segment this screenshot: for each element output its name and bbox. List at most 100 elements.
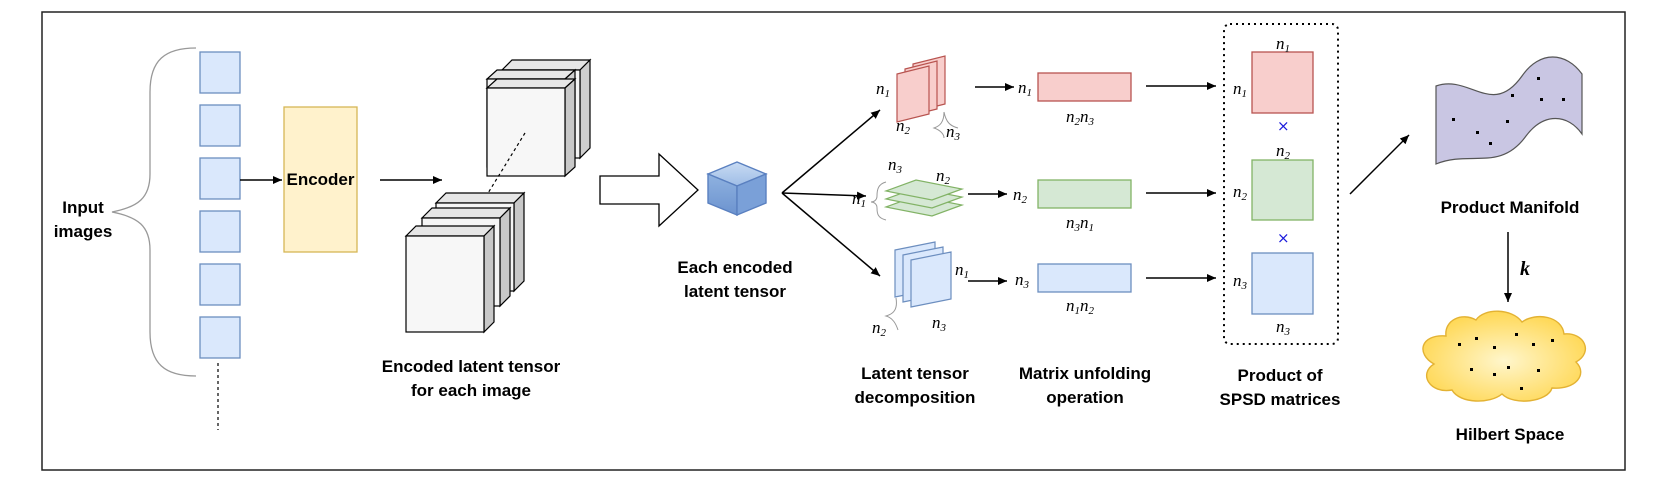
var-n: n	[1080, 107, 1089, 126]
input-image	[199, 157, 241, 200]
var-unfold-green-col: n3n1	[1066, 214, 1094, 237]
latent-tensor-back-front	[485, 77, 577, 178]
var-spsd-blue-bottom: n3	[1276, 318, 1290, 341]
var-sub: 1	[860, 198, 867, 210]
green-slices	[883, 179, 965, 217]
label-input-images: Input images	[48, 196, 118, 244]
var-red-n3: n3	[946, 123, 960, 146]
label-each-encoded-line2: latent tensor	[683, 282, 787, 301]
label-decomposition-line2: decomposition	[854, 388, 976, 407]
latent-cube-icon	[706, 161, 768, 217]
input-image	[199, 104, 241, 147]
label-each-encoded-line1: Each encoded	[677, 258, 793, 277]
var-n: n	[1018, 78, 1027, 97]
big-hollow-arrow	[599, 152, 699, 228]
spsd-matrix-blue	[1251, 252, 1314, 315]
var-n: n	[1233, 79, 1242, 98]
product-cross-2: ×	[1277, 229, 1290, 247]
label-each-encoded: Each encoded latent tensor	[655, 256, 815, 304]
input-image	[199, 210, 241, 253]
input-brace	[111, 47, 197, 377]
var-red-n1: n1	[876, 80, 890, 103]
var-sub: 3	[896, 164, 903, 176]
var-sub: 2	[1021, 194, 1028, 206]
red-slices	[896, 55, 946, 123]
var-green-n1: n1	[852, 190, 866, 213]
var-spsd-green-left: n2	[1233, 183, 1247, 206]
input-image	[199, 263, 241, 306]
var-spsd-red-top: n1	[1276, 35, 1290, 58]
var-sub: 3	[1088, 116, 1095, 128]
var-sub: 2	[904, 125, 911, 137]
var-sub: 3	[954, 131, 961, 143]
label-spsd-line1: Product of	[1237, 366, 1323, 385]
var-sub: 2	[1284, 150, 1291, 162]
spsd-group-box	[1223, 23, 1339, 345]
var-spsd-green-top: n2	[1276, 142, 1290, 165]
var-n: n	[932, 313, 941, 332]
var-n: n	[1233, 182, 1242, 201]
spsd-matrix-red	[1251, 51, 1314, 114]
var-n: n	[1066, 296, 1075, 315]
var-sub: 2	[944, 175, 951, 187]
red-brace	[932, 111, 959, 139]
var-n: n	[955, 260, 964, 279]
hilbert-points	[1458, 333, 1554, 390]
tensor-dashed-link	[484, 132, 526, 199]
var-sub: 3	[1241, 280, 1248, 292]
var-sub: 1	[1241, 88, 1248, 100]
blue-brace	[884, 297, 899, 331]
spsd-arrows	[1146, 82, 1216, 282]
label-manifold: Product Manifold	[1440, 198, 1580, 217]
var-n: n	[1066, 213, 1075, 232]
label-encoder: Encoder	[286, 170, 355, 189]
var-sub: 1	[963, 269, 970, 281]
unfolded-matrix-blue	[1037, 263, 1132, 293]
label-spsd-line2: SPSD matrices	[1219, 390, 1341, 409]
var-n: n	[888, 155, 897, 174]
arrow-spsd-manifold	[1349, 134, 1410, 195]
latent-tensor-front	[404, 191, 526, 334]
var-blue-n2: n2	[872, 319, 886, 342]
var-n: n	[1276, 34, 1285, 53]
fanout-arrows	[781, 109, 881, 277]
hilbert-cloud-icon	[1422, 310, 1587, 402]
var-sub: 2	[880, 327, 887, 339]
var-sub: 2	[1241, 191, 1248, 203]
var-sub: 1	[1026, 87, 1033, 99]
var-sub: 3	[1023, 279, 1030, 291]
outer-border	[41, 11, 1626, 471]
product-cross-1: ×	[1277, 117, 1290, 135]
var-sub: 3	[1074, 222, 1081, 234]
label-kernel: k	[1520, 258, 1530, 280]
var-blue-n3: n3	[932, 314, 946, 337]
var-n: n	[1066, 107, 1075, 126]
var-sub: 2	[1088, 305, 1095, 317]
var-n: n	[1013, 185, 1022, 204]
spsd-matrix-green	[1251, 159, 1314, 221]
var-n: n	[852, 189, 861, 208]
var-n: n	[896, 116, 905, 135]
unfolded-matrix-green	[1037, 179, 1132, 209]
var-n: n	[1015, 270, 1024, 289]
var-green-n2: n2	[936, 167, 950, 190]
label-hilbert: Hilbert Space	[1455, 425, 1565, 444]
label-encoded-latent-line2: for each image	[411, 381, 531, 400]
label-unfolding-line1: Matrix unfolding	[1018, 364, 1152, 383]
var-n: n	[872, 318, 881, 337]
blue-slices	[894, 241, 952, 308]
label-unfolding-line2: operation	[1046, 388, 1124, 407]
label-unfolding: Matrix unfolding operation	[1010, 362, 1160, 410]
label-encoded-latent: Encoded latent tensor for each image	[356, 355, 586, 403]
input-image	[199, 51, 241, 94]
input-image	[199, 316, 241, 359]
var-n: n	[1080, 213, 1089, 232]
var-spsd-red-left: n1	[1233, 80, 1247, 103]
var-unfold-green-row: n2	[1013, 186, 1027, 209]
var-green-n3: n3	[888, 156, 902, 179]
input-image-stack	[199, 51, 241, 359]
encoder-box	[283, 106, 358, 253]
var-sub: 1	[884, 88, 891, 100]
label-decomposition-line1: Latent tensor	[861, 364, 969, 383]
